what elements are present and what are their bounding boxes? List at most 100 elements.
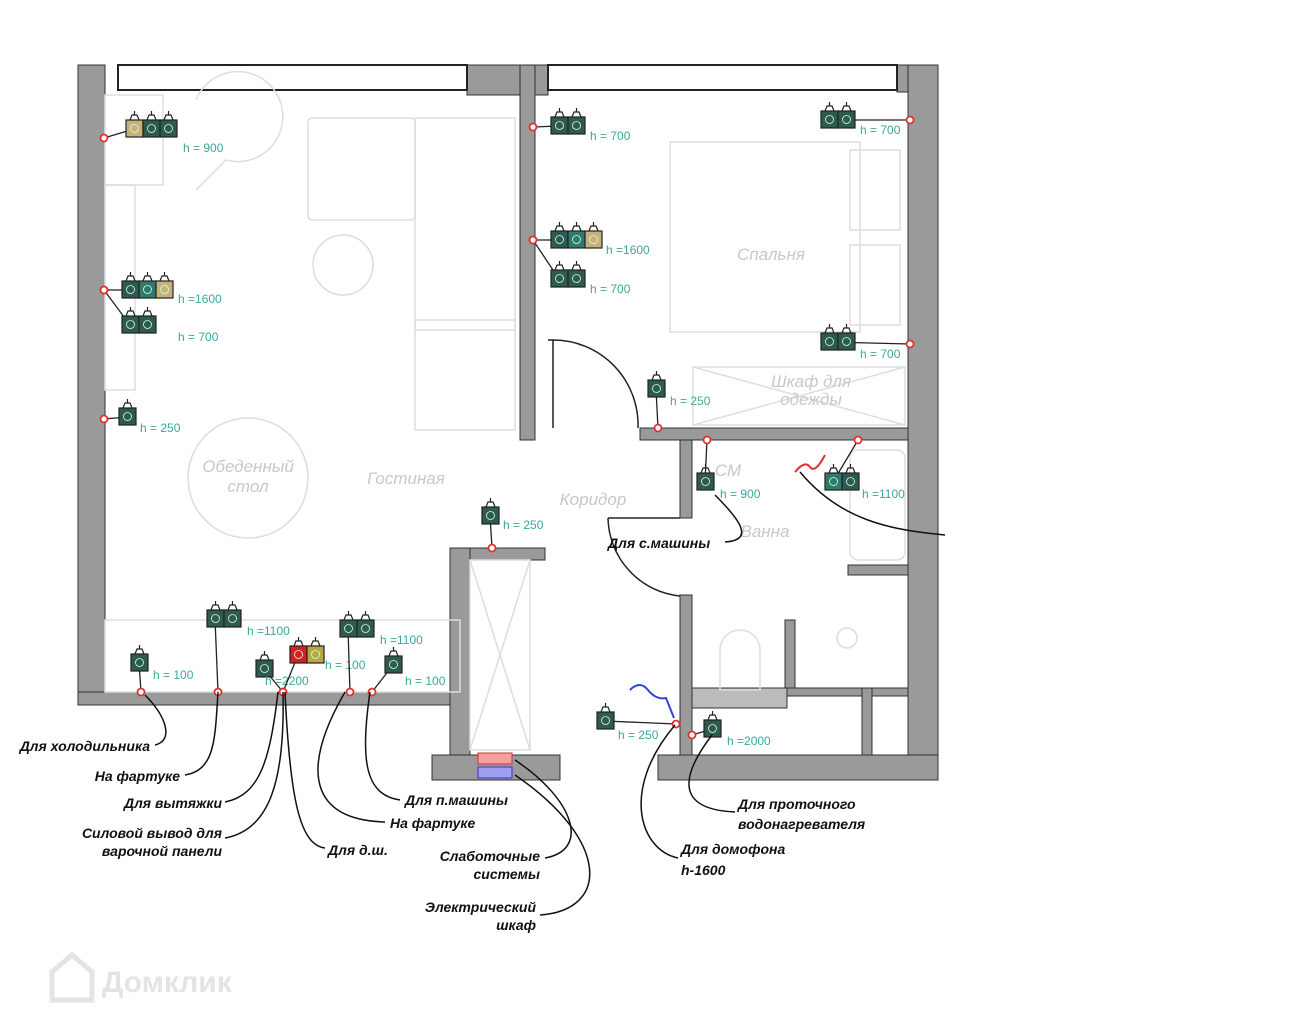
socket-group: h = 100 xyxy=(130,645,194,697)
socket-green-icon xyxy=(339,611,358,638)
annotation-heater-1: Для проточного xyxy=(737,796,856,812)
connection-point xyxy=(99,133,109,143)
socket-group: h =1600 xyxy=(99,272,222,306)
washer-mark: СМ xyxy=(715,461,742,480)
socket-teal-icon xyxy=(567,222,586,249)
socket-green-icon xyxy=(142,111,161,138)
socket-green-icon xyxy=(255,651,274,678)
socket-height-label: h = 700 xyxy=(860,123,901,137)
socket-green-icon xyxy=(481,498,500,525)
dining-label-1: Обеденный xyxy=(202,457,294,476)
watermark: Домклик xyxy=(49,951,233,1003)
socket-group: h = 700 xyxy=(820,324,915,361)
annotation-dishwasher: Для д.ш. xyxy=(327,842,388,858)
room-label-living: Гостиная xyxy=(367,469,445,488)
socket-group: h = 900 xyxy=(696,435,761,501)
socket-group: h = 250 xyxy=(596,703,681,742)
socket-green-icon xyxy=(550,261,569,288)
connection-point xyxy=(528,122,538,132)
annotation-intercom-2: h-1600 xyxy=(681,862,726,878)
socket-green-icon xyxy=(118,399,137,426)
socket-green-icon xyxy=(696,464,715,491)
socket-teal-icon xyxy=(138,272,157,299)
socket-green-icon xyxy=(356,611,375,638)
socket-green-icon xyxy=(820,102,839,129)
room-label-bedroom: Спальня xyxy=(737,245,805,264)
room-label-bath: Ванна xyxy=(741,522,790,541)
annotation-washer: Для с.машины xyxy=(607,535,710,551)
socket-height-label: h = 700 xyxy=(860,347,901,361)
socket-group: h =1100 xyxy=(206,601,290,697)
socket-green-icon xyxy=(223,601,242,628)
annotation-low-current-1: Слаботочные xyxy=(440,848,541,864)
socket-wire xyxy=(214,618,219,693)
socket-green-icon xyxy=(837,324,856,351)
socket-group: h = 700 xyxy=(528,108,631,143)
socket-group: h = 700 xyxy=(528,235,631,296)
socket-height-label: h =1600 xyxy=(178,292,222,306)
socket-height-label: h = 700 xyxy=(590,282,631,296)
socket-green-icon xyxy=(567,108,586,135)
annotation-panel-2: шкаф xyxy=(496,917,536,933)
socket-green-icon xyxy=(647,371,666,398)
socket-green-icon xyxy=(121,272,140,299)
socket-height-label: h = 100 xyxy=(405,674,446,688)
socket-green-icon xyxy=(550,222,569,249)
socket-height-label: h =1100 xyxy=(380,633,423,647)
socket-height-label: h = 900 xyxy=(720,487,761,501)
socket-height-label: h =1100 xyxy=(247,624,290,638)
annotation-apron-1: На фартуке xyxy=(95,768,180,784)
connection-point xyxy=(853,435,863,445)
socket-green-icon xyxy=(130,645,149,672)
water-cable-mark xyxy=(629,684,675,719)
walls xyxy=(77,64,939,781)
annotation-panel-1: Электрический xyxy=(425,899,537,915)
low-current-box xyxy=(477,752,513,765)
socket-height-label: h =1600 xyxy=(606,243,650,257)
room-label-corridor: Коридор xyxy=(560,490,627,509)
bath-cable-mark xyxy=(794,454,826,473)
socket-group: h =1100 xyxy=(339,611,423,697)
house-logo-icon xyxy=(49,951,95,1003)
connection-point xyxy=(905,339,915,349)
socket-group: h =2000 xyxy=(687,711,771,748)
annotation-hob-2: варочной панели xyxy=(102,843,223,859)
socket-wire xyxy=(604,720,677,725)
socket-height-label: h = 250 xyxy=(618,728,659,742)
annotation-hood: Для вытяжки xyxy=(123,795,222,811)
socket-green-icon xyxy=(138,307,157,334)
socket-green-icon xyxy=(837,102,856,129)
windows xyxy=(117,64,898,91)
socket-group: h = 250 xyxy=(481,498,544,553)
socket-height-label: h = 250 xyxy=(670,394,711,408)
connection-point xyxy=(99,285,109,295)
watermark-text: Домклик xyxy=(102,966,233,999)
socket-height-label: h = 100 xyxy=(325,658,366,672)
socket-red-icon xyxy=(289,637,308,664)
socket-height-label: h =1100 xyxy=(862,487,905,501)
socket-group: h =1600 xyxy=(528,222,650,257)
wardrobe-label-2: одежды xyxy=(780,390,842,409)
socket-green-icon xyxy=(841,464,860,491)
socket-beige-icon xyxy=(155,272,174,299)
connection-point xyxy=(905,115,915,125)
socket-beige-icon xyxy=(584,222,603,249)
annotation-apron-2: На фартуке xyxy=(390,815,475,831)
socket-green-icon xyxy=(820,324,839,351)
dining-label-2: стол xyxy=(227,477,269,496)
connection-point xyxy=(687,730,697,740)
socket-group: h =1100 xyxy=(824,435,905,501)
socket-green-icon xyxy=(384,647,403,674)
socket-height-label: h = 700 xyxy=(590,129,631,143)
socket-teal-icon xyxy=(824,464,843,491)
connection-point xyxy=(487,543,497,553)
socket-group: h = 700 xyxy=(820,102,915,137)
socket-green-icon xyxy=(121,307,140,334)
connection-point xyxy=(99,414,109,424)
connection-point xyxy=(653,423,663,433)
socket-group: h = 700 xyxy=(99,285,219,344)
socket-yellow-icon xyxy=(306,637,325,664)
wardrobe-label-1: Шкаф для xyxy=(771,372,851,391)
